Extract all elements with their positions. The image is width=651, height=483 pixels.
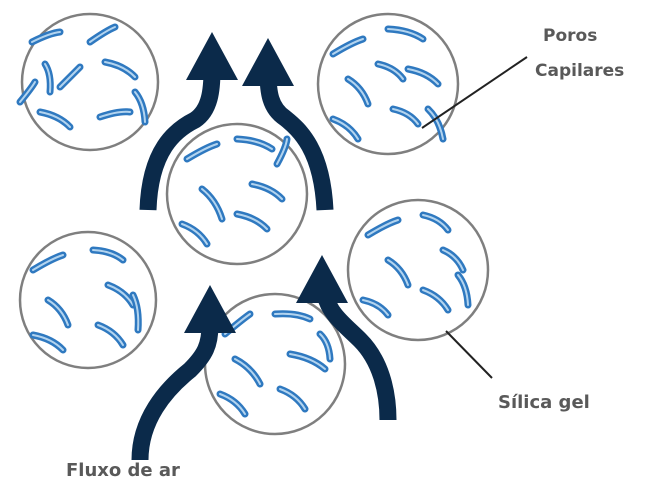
airflow-arrow-icon bbox=[139, 32, 238, 211]
label-silica-gel: Sílica gel bbox=[498, 392, 590, 413]
pores-leader-line bbox=[421, 56, 528, 129]
label-pores-line2: Capilares bbox=[535, 61, 624, 81]
silica-gel-particle-icon bbox=[346, 198, 490, 342]
airflow-arrow-icon bbox=[242, 38, 334, 211]
silica-gel-particle-icon bbox=[203, 292, 347, 436]
silica-gel-particle-icon bbox=[16, 12, 160, 152]
label-airflow: Fluxo de ar bbox=[66, 460, 180, 481]
silica-gel-particle-icon bbox=[316, 12, 460, 156]
silica-gel-particle-icon bbox=[165, 122, 309, 266]
airflow-arrows bbox=[131, 32, 397, 461]
airflow-arrow-icon bbox=[296, 255, 397, 421]
airflow-arrow-icon bbox=[131, 285, 236, 461]
particles-layer bbox=[16, 12, 490, 436]
silica-gel-particle-icon bbox=[18, 230, 158, 370]
label-pores-line1: Poros bbox=[543, 26, 597, 46]
silica-leader-line bbox=[445, 330, 493, 379]
leader-lines bbox=[421, 56, 528, 379]
